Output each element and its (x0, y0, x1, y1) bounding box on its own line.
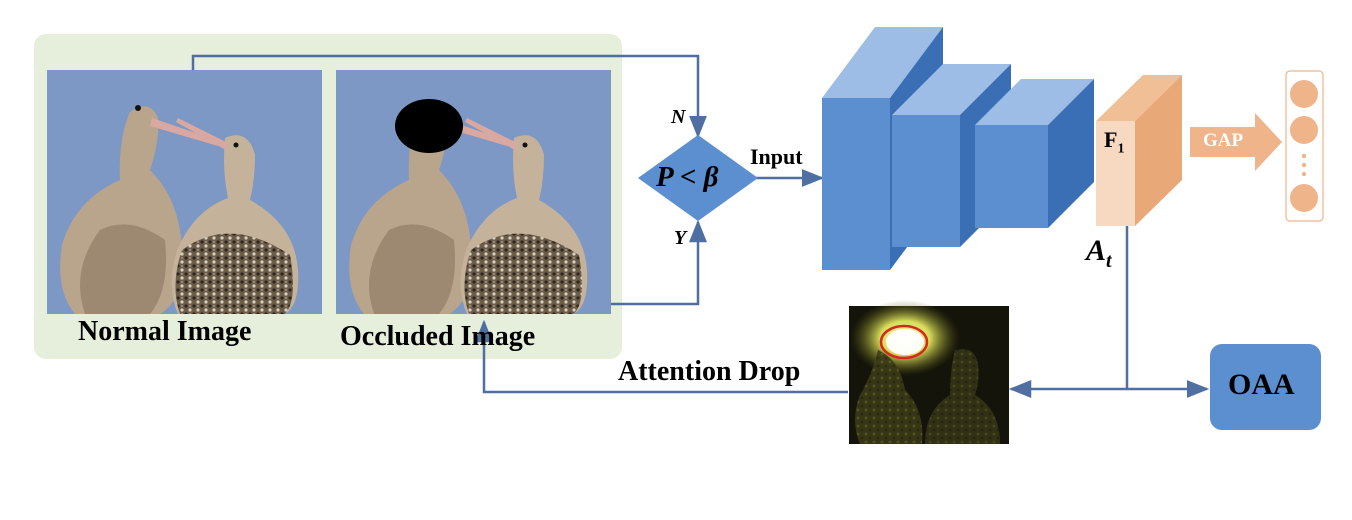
occluded-image (336, 70, 611, 314)
yes-branch-label: Y (674, 227, 687, 249)
attention-highlight-circle (879, 324, 929, 360)
decision-diamond (638, 135, 758, 221)
feature-map-subscript: 1 (1117, 141, 1125, 157)
attention-map-image (849, 300, 1009, 444)
occlusion-mask (395, 99, 463, 153)
feature-map-label: F1 (1104, 127, 1124, 157)
connectors (191, 54, 1210, 398)
attention-drop-label: Attention Drop (618, 356, 801, 387)
attention-map-label: At (1086, 234, 1112, 273)
occluded-image-label: Occluded Image (340, 321, 536, 352)
attention-map-letter: A (1086, 234, 1107, 267)
cnn-block-3 (975, 79, 1094, 228)
normal-image (47, 70, 322, 314)
input-label: Input (750, 144, 803, 169)
output-vector (1285, 70, 1324, 222)
normal-image-label: Normal Image (78, 316, 252, 347)
feature-map-letter: F (1104, 127, 1118, 152)
decision-label: P < β (656, 161, 719, 193)
oaa-label: OAA (1228, 368, 1295, 401)
gap-label: GAP (1203, 130, 1244, 151)
feature-map-block (1096, 75, 1182, 226)
occluded-to-decision-arrow (611, 219, 707, 306)
oaa-box (1210, 344, 1321, 430)
attention-drop-to-occluded-arrow (475, 319, 848, 394)
attention-map-subscript: t (1106, 250, 1112, 272)
no-branch-label: N (671, 106, 686, 128)
gap-arrow (1190, 113, 1282, 171)
normal-to-decision-arrow (191, 54, 707, 139)
